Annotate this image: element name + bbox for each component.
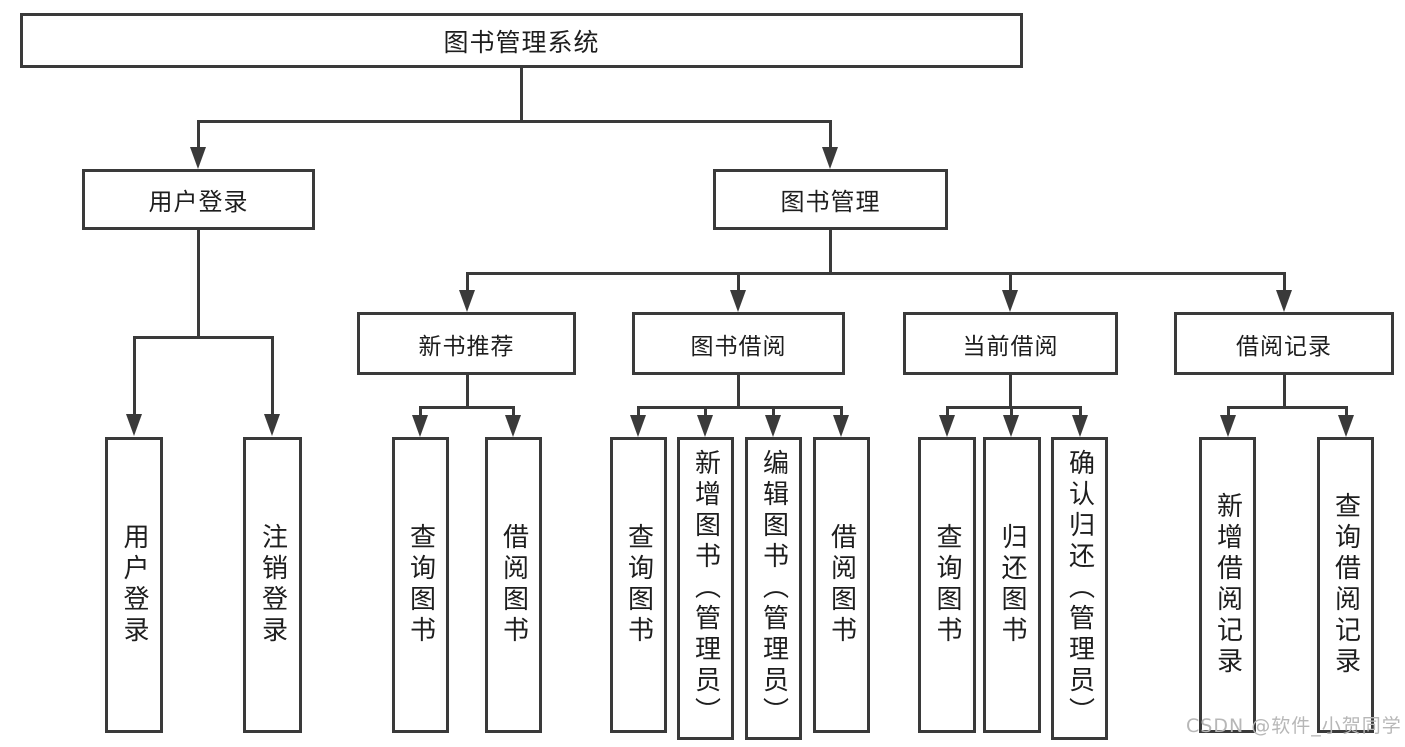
arrowhead-group4 <box>1276 290 1292 312</box>
leaf-g2-query-book: 查询图书 <box>610 437 667 733</box>
connector-g2-vline <box>737 375 740 406</box>
connector-g4-vline <box>1283 375 1286 406</box>
connector-g3-leaf3-shaft <box>1079 406 1082 415</box>
leaf-g1-query-book: 查询图书 <box>392 437 449 733</box>
arrowhead-g2-leaf4 <box>833 415 849 437</box>
arrowhead-g3-leaf1 <box>939 415 955 437</box>
connector-user-vline <box>197 230 200 336</box>
arrowhead-g2-leaf2 <box>697 415 713 437</box>
connector-g2-leaf4-shaft <box>840 406 843 415</box>
connector-g1-leaf1-shaft <box>419 406 422 415</box>
arrowhead-g4-leaf2 <box>1338 415 1354 437</box>
leaf-g1-query-book-label: 查询图书 <box>405 523 436 647</box>
node-book-borrow-label: 图书借阅 <box>690 333 787 360</box>
connector-group1-shaft <box>466 272 469 290</box>
connector-group3-shaft <box>1009 272 1012 290</box>
node-current-borrow: 当前借阅 <box>903 312 1118 375</box>
leaf-logout-label: 注销登录 <box>257 523 288 647</box>
connector-level2-hline <box>197 120 832 123</box>
arrowhead-user-leaf2 <box>264 414 280 436</box>
connector-user-leaf1-shaft <box>133 336 136 416</box>
leaf-g2-add-book-admin: 新增图书（管理员） <box>677 437 734 740</box>
leaf-g3-return-book: 归还图书 <box>983 437 1041 733</box>
node-book-management: 图书管理 <box>713 169 948 230</box>
node-user-login-label: 用户登录 <box>148 188 249 216</box>
connector-g4-leaf1-shaft <box>1227 406 1230 415</box>
arrowhead-user-login <box>190 147 206 169</box>
arrowhead-g3-leaf3 <box>1072 415 1088 437</box>
leaf-g2-borrow-book: 借阅图书 <box>813 437 870 733</box>
arrowhead-g4-leaf1 <box>1220 415 1236 437</box>
connector-g4-leaf2-shaft <box>1345 406 1348 415</box>
leaf-g3-return-book-label: 归还图书 <box>997 523 1027 647</box>
arrowhead-group3 <box>1002 290 1018 312</box>
node-book-management-label: 图书管理 <box>780 188 881 216</box>
connector-group4-shaft <box>1283 272 1286 290</box>
node-book-borrow: 图书借阅 <box>632 312 845 375</box>
node-new-book-recommend: 新书推荐 <box>357 312 576 375</box>
node-user-login: 用户登录 <box>82 169 315 230</box>
leaf-g2-borrow-book-label: 借阅图书 <box>826 523 857 647</box>
node-borrow-records-label: 借阅记录 <box>1236 333 1332 360</box>
connector-book-vline <box>829 230 832 272</box>
connector-g1-hline <box>419 406 515 409</box>
node-current-borrow-label: 当前借阅 <box>962 333 1059 360</box>
leaf-g3-query-book: 查询图书 <box>918 437 976 733</box>
leaf-g4-add-borrow-record: 新增借阅记录 <box>1199 437 1256 733</box>
csdn-watermark: CSDN @软件_小贺同学 <box>1186 715 1402 737</box>
connector-g4-hline <box>1227 406 1348 409</box>
connector-g2-leaf2-shaft <box>704 406 707 415</box>
leaf-g2-query-book-label: 查询图书 <box>623 523 654 647</box>
leaf-user-login-label: 用户登录 <box>119 523 149 647</box>
leaf-g4-add-borrow-record-label: 新增借阅记录 <box>1212 492 1243 678</box>
arrowhead-g3-leaf2 <box>1003 415 1019 437</box>
arrowhead-user-leaf1 <box>126 414 142 436</box>
node-new-book-recommend-label: 新书推荐 <box>418 333 515 360</box>
connector-user-login-shaft <box>197 120 200 148</box>
leaf-g3-confirm-return-admin: 确认归还（管理员） <box>1051 437 1108 740</box>
arrowhead-g1-leaf1 <box>412 415 428 437</box>
leaf-g4-query-borrow-record-label: 查询借阅记录 <box>1330 492 1361 678</box>
connector-g2-leaf3-shaft <box>772 406 775 415</box>
leaf-g2-add-book-admin-label: 新增图书（管理员） <box>690 449 721 728</box>
arrowhead-group1 <box>459 290 475 312</box>
connector-g3-vline <box>1009 375 1012 406</box>
connector-g3-leaf1-shaft <box>946 406 949 415</box>
node-library-system-label: 图书管理系统 <box>443 27 600 57</box>
arrowhead-group2 <box>730 290 746 312</box>
connector-g1-leaf2-shaft <box>512 406 515 415</box>
connector-user-hline <box>133 336 274 339</box>
leaf-g3-confirm-return-admin-label: 确认归还（管理员） <box>1064 449 1095 728</box>
connector-g2-leaf1-shaft <box>637 406 640 415</box>
connector-user-leaf2-shaft <box>271 336 274 416</box>
connector-root-vline <box>520 68 523 120</box>
leaf-g2-edit-book-admin-label: 编辑图书（管理员） <box>758 449 789 728</box>
arrowhead-book-mgmt <box>822 147 838 169</box>
connector-book-mgmt-shaft <box>829 120 832 148</box>
leaf-g1-borrow-book: 借阅图书 <box>485 437 542 733</box>
node-library-system: 图书管理系统 <box>20 13 1023 68</box>
leaf-g4-query-borrow-record: 查询借阅记录 <box>1317 437 1374 733</box>
leaf-g1-borrow-book-label: 借阅图书 <box>498 523 529 647</box>
connector-g3-hline <box>946 406 1082 409</box>
arrowhead-g1-leaf2 <box>505 415 521 437</box>
connector-g2-hline <box>637 406 843 409</box>
arrowhead-g2-leaf1 <box>630 415 646 437</box>
connector-g1-vline <box>466 375 469 406</box>
node-borrow-records: 借阅记录 <box>1174 312 1394 375</box>
connector-level3-hline <box>466 272 1286 275</box>
connector-g3-leaf2-shaft <box>1010 406 1013 415</box>
arrowhead-g2-leaf3 <box>765 415 781 437</box>
leaf-user-login: 用户登录 <box>105 437 163 733</box>
connector-group2-shaft <box>737 272 740 290</box>
leaf-logout: 注销登录 <box>243 437 302 733</box>
leaf-g2-edit-book-admin: 编辑图书（管理员） <box>745 437 802 740</box>
leaf-g3-query-book-label: 查询图书 <box>932 523 962 647</box>
